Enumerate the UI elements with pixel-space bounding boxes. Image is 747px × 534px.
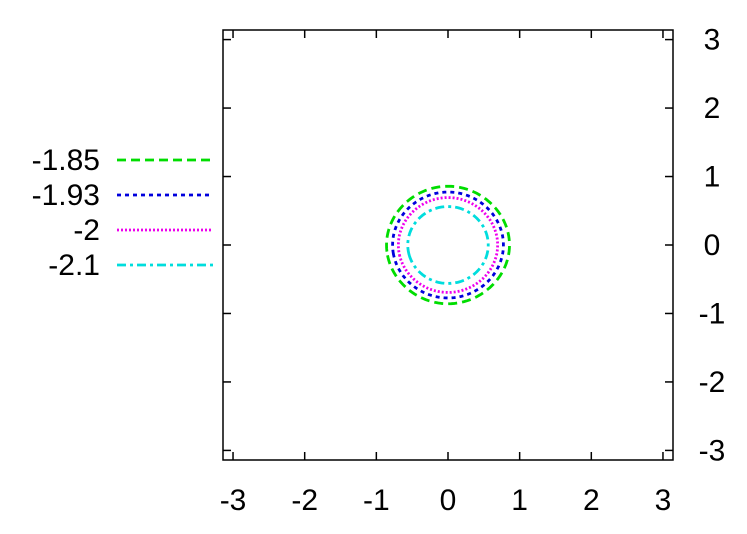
y-tick-label: 2 [704,92,721,125]
x-tick-labels: -3 -2 -1 0 1 2 3 [220,484,672,517]
plot-frame [222,29,674,461]
contour-line--1-85 [385,184,511,306]
legend-label: -1.93 [32,179,100,212]
legend-label: -2 [73,214,100,247]
legend-label: -2.1 [48,249,100,282]
contour-line--2 [396,196,500,294]
legend-label: -1.85 [32,144,100,177]
x-tick-label: 0 [440,484,457,517]
y-tick-label: 1 [704,161,721,194]
contour-lines [385,184,511,306]
x-tick-label: -1 [363,484,390,517]
contour-line--1-93 [391,190,505,300]
legend: -1.85-1.93-2-2.1 [32,144,213,282]
x-tick-label: 3 [655,484,672,517]
contour-line--2-1 [406,205,490,285]
y-tick-label: -1 [699,297,726,330]
y-tick-label: -2 [699,366,726,399]
x-tick-label: -2 [291,484,318,517]
y-tick-label: 3 [704,24,721,57]
x-tick-label: 1 [511,484,528,517]
axis-ticks [223,30,673,460]
y-tick-label: 0 [704,229,721,262]
y-tick-labels: -3 -2 -1 0 1 2 3 [699,24,726,468]
y-tick-label: -3 [699,434,726,467]
x-tick-label: 2 [583,484,600,517]
x-tick-label: -3 [220,484,247,517]
